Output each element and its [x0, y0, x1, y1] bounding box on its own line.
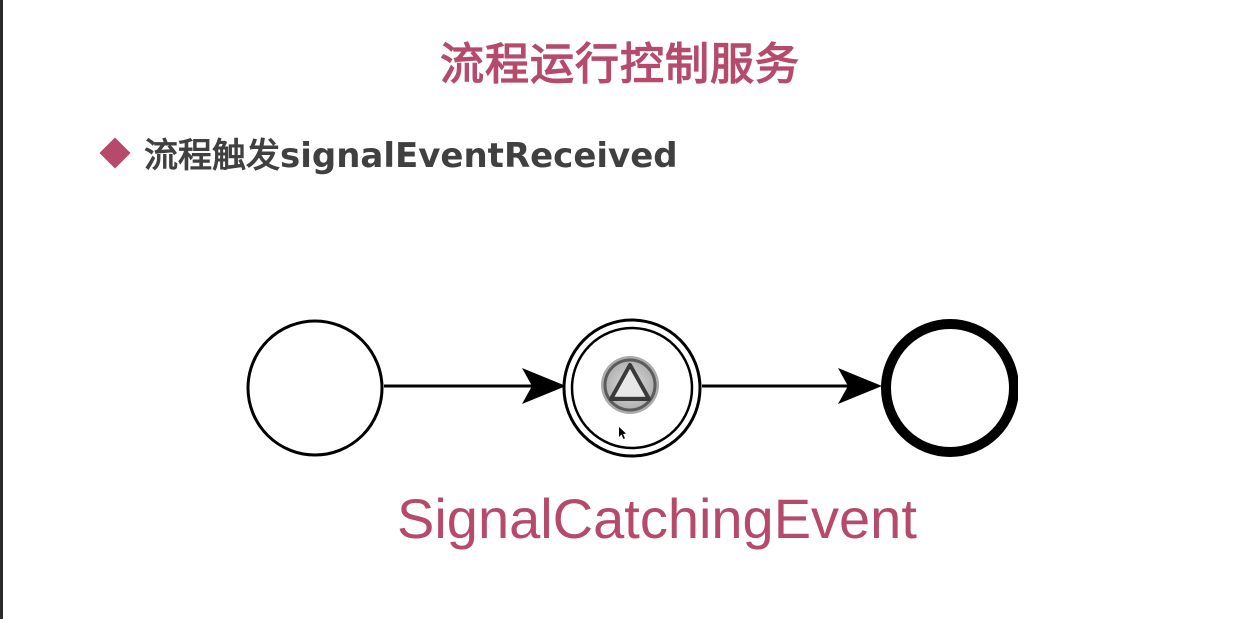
signal-triangle-icon — [601, 356, 659, 414]
arrowhead-icon — [838, 368, 882, 404]
event-caption: SignalCatchingEvent — [397, 487, 917, 550]
mouse-cursor-icon — [619, 427, 626, 439]
sequence-flow-1 — [384, 368, 566, 404]
slide-title: 流程运行控制服务 — [440, 39, 800, 90]
bullet-item: 流程触发signalEventReceived — [99, 128, 678, 177]
sequence-flow-2 — [702, 368, 882, 404]
signal-catching-event — [562, 318, 702, 458]
bullet-text: 流程触发signalEventReceived — [144, 136, 678, 176]
arrowhead-icon — [522, 368, 566, 404]
end-event — [881, 319, 1018, 457]
page-edge — [0, 0, 3, 619]
start-event — [246, 319, 384, 457]
